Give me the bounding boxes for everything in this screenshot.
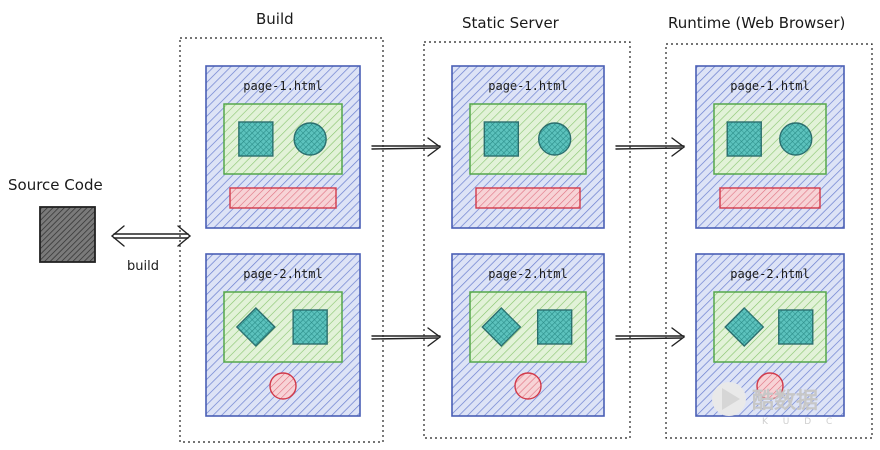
red-circle xyxy=(269,372,297,400)
page-label: page-2.html xyxy=(730,267,809,281)
diamond-shape-texture xyxy=(236,308,275,346)
page-card: page-1.html xyxy=(205,65,361,229)
square-shape-texture xyxy=(484,122,519,156)
column-title: Static Server xyxy=(462,14,560,32)
flow-arrow xyxy=(371,327,442,347)
page-label: page-2.html xyxy=(488,267,567,281)
red-bar xyxy=(719,187,821,209)
watermark: 酷数据 K U D C xyxy=(712,382,838,427)
column-2: Runtime (Web Browser) page-1.html page-2.h… xyxy=(665,14,873,439)
page-card: page-2.html xyxy=(451,253,605,417)
page-label: page-1.html xyxy=(488,79,567,93)
page-label: page-2.html xyxy=(243,267,322,281)
circle-shape-texture xyxy=(779,123,812,155)
play-icon xyxy=(722,388,740,410)
flow-arrow xyxy=(371,137,442,157)
column-1: Static Server page-1.html page-2.html xyxy=(423,14,686,439)
page-card: page-2.html xyxy=(695,253,845,417)
red-bar xyxy=(229,187,337,209)
page-label: page-1.html xyxy=(243,79,322,93)
build-arrow xyxy=(110,225,192,247)
build-arrow-label: build xyxy=(127,259,159,274)
column-container xyxy=(179,37,384,443)
circle-shape-texture xyxy=(294,123,327,155)
red-circle xyxy=(514,372,542,400)
square-shape-texture xyxy=(778,310,813,344)
red-bar xyxy=(475,187,581,209)
page-card: page-1.html xyxy=(451,65,605,229)
column-0: Build page-1.html page-2.html xyxy=(179,10,442,443)
column-container xyxy=(423,41,631,439)
square-shape-texture xyxy=(238,122,273,156)
page-card: page-2.html xyxy=(205,253,361,417)
source-code-box xyxy=(39,206,96,263)
circle-shape-texture xyxy=(538,123,571,155)
page-label: page-1.html xyxy=(730,79,809,93)
square-shape-texture xyxy=(537,310,572,344)
column-title: Runtime (Web Browser) xyxy=(668,14,845,32)
diamond-shape-texture xyxy=(725,308,764,346)
watermark-subtext: K U D C xyxy=(762,417,838,427)
column-title: Build xyxy=(256,10,294,28)
diamond-shape-texture xyxy=(482,308,521,346)
flow-arrow xyxy=(615,137,686,157)
page-card: page-1.html xyxy=(695,65,845,229)
watermark-text: 酷数据 xyxy=(752,388,818,414)
square-shape-texture xyxy=(293,310,328,344)
source-code-label: Source Code xyxy=(8,176,103,194)
square-shape-texture xyxy=(727,122,762,156)
red-circle xyxy=(756,372,784,400)
flow-arrow xyxy=(615,327,686,347)
